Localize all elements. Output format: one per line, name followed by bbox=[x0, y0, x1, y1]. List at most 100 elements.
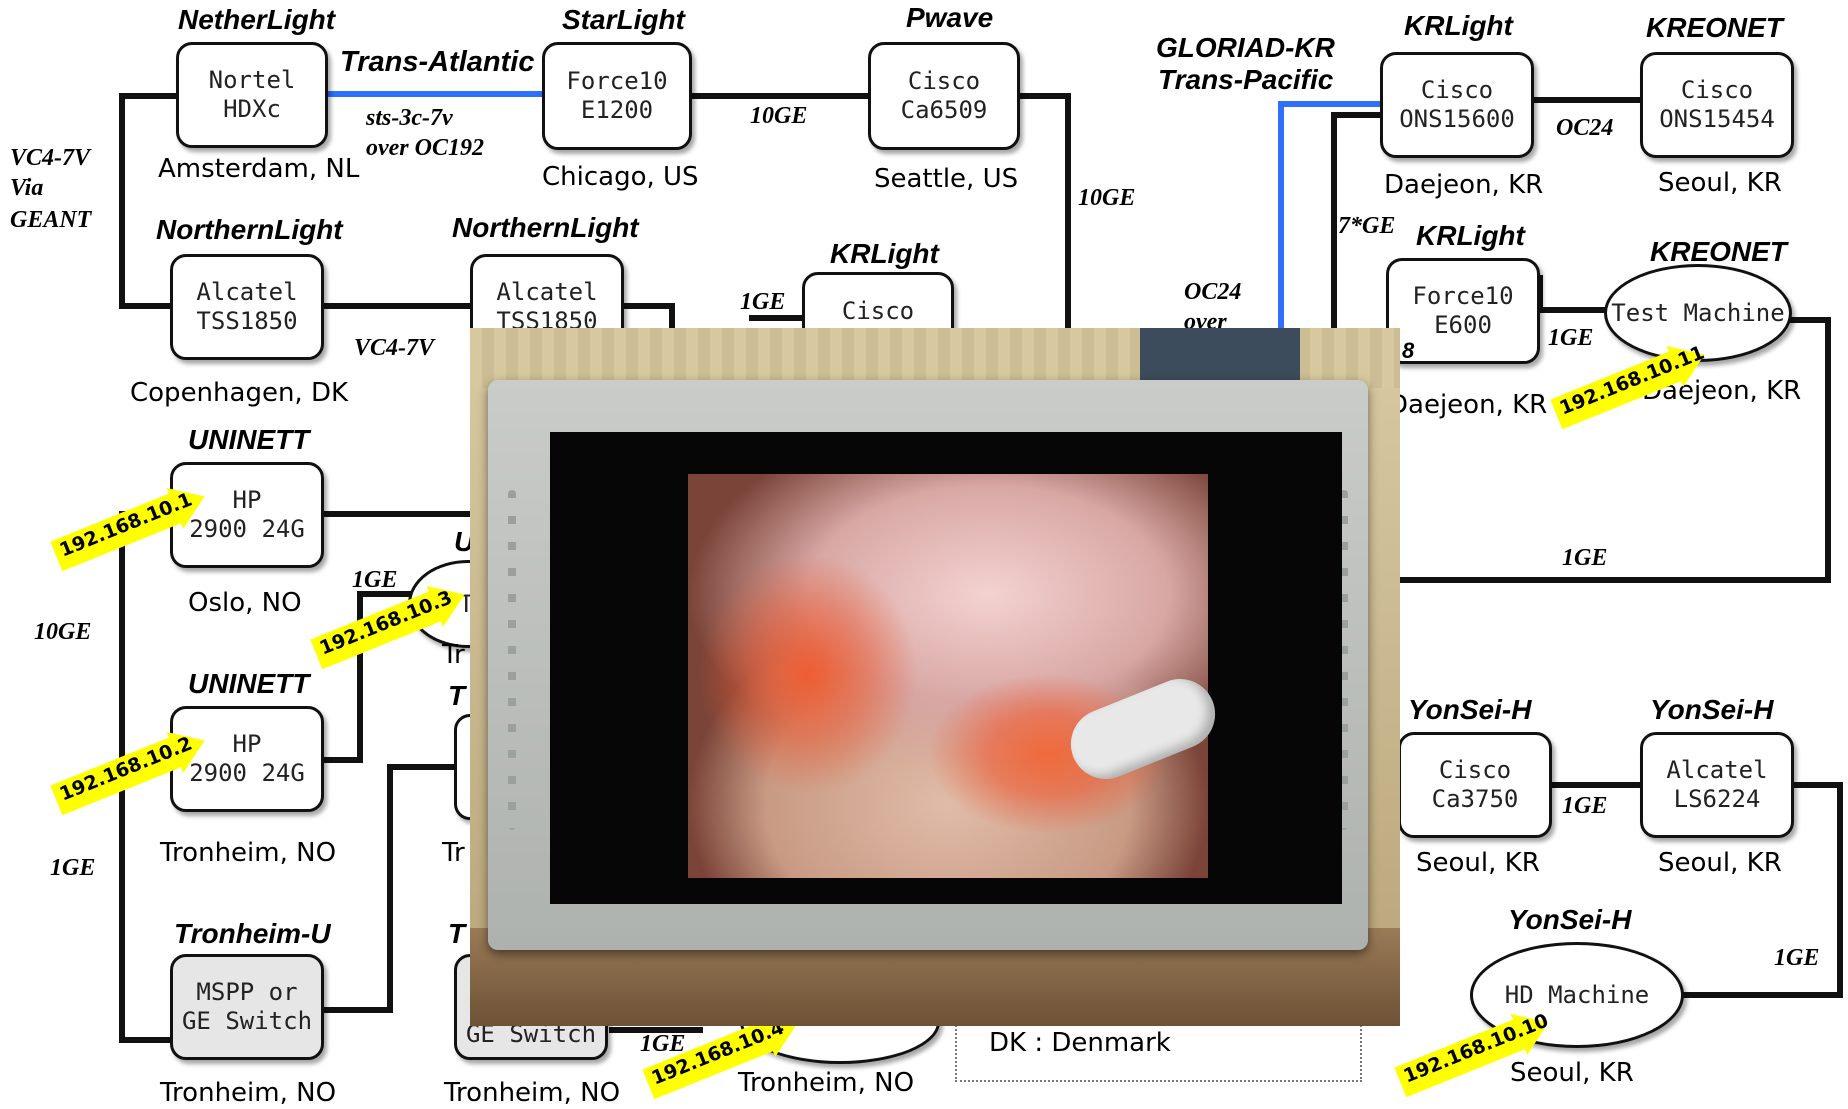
device-label: Cisco bbox=[1439, 756, 1511, 785]
device-label: ONS15454 bbox=[1659, 105, 1775, 134]
site-northernlight-right: NorthernLight bbox=[452, 212, 639, 244]
device-label: Force10 bbox=[566, 67, 667, 96]
device-label: Nortel bbox=[209, 66, 296, 95]
device-label: Cisco bbox=[1681, 76, 1753, 105]
device-label: Alcatel bbox=[496, 278, 597, 307]
device-alcatel-ls6224: Alcatel LS6224 bbox=[1640, 732, 1794, 838]
device-nortel: Nortel HDXc bbox=[176, 42, 328, 148]
label-1ge-kreonet: 1GE bbox=[1548, 324, 1593, 352]
label-1ge-yonsei: 1GE bbox=[1562, 792, 1607, 820]
label-vc4-left-2: Via bbox=[10, 174, 43, 202]
device-alcatel-copenhagen: Alcatel TSS1850 bbox=[170, 254, 324, 360]
label-partial-8: 8 bbox=[1402, 338, 1414, 364]
device-label: TSS1850 bbox=[196, 307, 297, 336]
device-label: HP bbox=[233, 730, 262, 759]
site-krlight-mid: KRLight bbox=[830, 238, 939, 270]
site-uninett-2: UNINETT bbox=[188, 668, 309, 700]
device-label: Cisco bbox=[1421, 76, 1493, 105]
city-partial-2: Tr bbox=[442, 838, 465, 868]
city-seoul-3: Seoul, KR bbox=[1510, 1058, 1634, 1088]
site-northernlight-left: NorthernLight bbox=[156, 214, 343, 246]
label-vc4-mid: VC4-7V bbox=[354, 334, 434, 362]
device-mspp-ge-switch: MSPP or GE Switch bbox=[170, 954, 324, 1060]
device-label: E600 bbox=[1434, 311, 1492, 340]
site-pwave: Pwave bbox=[906, 2, 993, 34]
site-gloriad: GLORIAD-KR bbox=[1156, 32, 1335, 64]
site-netherlight: NetherLight bbox=[178, 4, 335, 36]
label-1ge-right: 1GE bbox=[1562, 544, 1607, 572]
monitor-screen bbox=[550, 432, 1342, 904]
city-seoul-1: Seoul, KR bbox=[1416, 848, 1540, 878]
site-kreonet-top: KREONET bbox=[1646, 12, 1783, 44]
legend-text: DK : Denmark bbox=[989, 1028, 1171, 1058]
label-over-oc192: over OC192 bbox=[366, 134, 484, 162]
device-label: Ca3750 bbox=[1432, 785, 1519, 814]
label-partial-t1: T bbox=[448, 680, 465, 712]
device-label: ONS15600 bbox=[1399, 105, 1515, 134]
device-label: LS6224 bbox=[1674, 785, 1761, 814]
city-tronheim-2: Tronheim, NO bbox=[160, 1078, 336, 1108]
label-sts: sts-3c-7v bbox=[366, 104, 453, 132]
city-seattle: Seattle, US bbox=[874, 164, 1018, 194]
city-oslo: Oslo, NO bbox=[188, 588, 302, 618]
city-seoul-2: Seoul, KR bbox=[1658, 848, 1782, 878]
city-daejeon-mid: Daejeon, KR bbox=[1388, 390, 1547, 420]
device-cisco-6509: Cisco Ca6509 bbox=[868, 42, 1020, 150]
device-label: MSPP or bbox=[196, 978, 297, 1007]
device-label: GE Switch bbox=[182, 1007, 312, 1036]
site-yonsei-3: YonSei-H bbox=[1508, 904, 1631, 936]
site-yonsei-2: YonSei-H bbox=[1650, 694, 1773, 726]
device-label: HP bbox=[233, 486, 262, 515]
label-vc4-left-1: VC4-7V bbox=[10, 144, 90, 172]
device-label: E1200 bbox=[581, 96, 653, 125]
label-10ge-2: 10GE bbox=[1078, 184, 1135, 212]
city-tronheim-4: Tronheim, NO bbox=[738, 1068, 914, 1098]
device-force10-e1200: Force10 E1200 bbox=[542, 42, 692, 150]
city-copenhagen: Copenhagen, DK bbox=[130, 378, 348, 408]
label-1ge-yonsei-right: 1GE bbox=[1774, 944, 1819, 972]
label-partial-t2: T bbox=[448, 918, 465, 950]
label-7ge: 7*GE bbox=[1338, 212, 1395, 240]
device-label: Ca6509 bbox=[901, 96, 988, 125]
device-cisco-3750: Cisco Ca3750 bbox=[1398, 732, 1552, 838]
label-10ge-1: 10GE bbox=[750, 102, 807, 130]
site-kreonet-right: KREONET bbox=[1650, 236, 1787, 268]
monitor bbox=[488, 380, 1368, 950]
label-vc4-left-3: GEANT bbox=[10, 206, 91, 234]
city-tronheim-3: Tronheim, NO bbox=[444, 1078, 620, 1108]
device-label: Alcatel bbox=[196, 278, 297, 307]
surgical-probe bbox=[1060, 668, 1225, 789]
device-label: Cisco bbox=[842, 297, 914, 326]
city-daejeon-top: Daejeon, KR bbox=[1384, 170, 1543, 200]
label-trans-atlantic: Trans-Atlantic bbox=[340, 46, 534, 79]
city-tronheim-1: Tronheim, NO bbox=[160, 838, 336, 868]
site-krlight-right: KRLight bbox=[1416, 220, 1525, 252]
label-1ge-left: 1GE bbox=[50, 854, 95, 882]
device-ons15454: Cisco ONS15454 bbox=[1640, 52, 1794, 158]
site-starlight: StarLight bbox=[562, 4, 685, 36]
device-label: Force10 bbox=[1412, 282, 1513, 311]
monitor-buttons-left bbox=[508, 490, 516, 830]
label-1ge-mid: 1GE bbox=[740, 288, 785, 316]
label-trans-pacific: Trans-Pacific bbox=[1158, 64, 1333, 96]
city-partial-1: Tr bbox=[442, 640, 465, 670]
device-label: Cisco bbox=[908, 67, 980, 96]
device-label: HDXc bbox=[223, 95, 281, 124]
label-10ge-left: 10GE bbox=[34, 618, 91, 646]
site-uninett-1: UNINETT bbox=[188, 424, 309, 456]
city-amsterdam: Amsterdam, NL bbox=[158, 154, 359, 184]
device-label: Test Machine bbox=[1611, 299, 1784, 328]
label-1ge-oslo: 1GE bbox=[352, 566, 397, 594]
label-oc24-mid: OC24 bbox=[1184, 278, 1241, 306]
label-oc24-top: OC24 bbox=[1556, 114, 1613, 142]
endoscopic-video-image bbox=[688, 474, 1208, 878]
city-seoul-top: Seoul, KR bbox=[1658, 168, 1782, 198]
device-ons15600: Cisco ONS15600 bbox=[1380, 52, 1534, 158]
device-label: HD Machine bbox=[1505, 981, 1650, 1010]
city-chicago: Chicago, US bbox=[542, 162, 699, 192]
device-label: Alcatel bbox=[1666, 756, 1767, 785]
monitor-photo bbox=[470, 328, 1400, 1026]
site-tronheim-u: Tronheim-U bbox=[174, 918, 331, 950]
site-yonsei-1: YonSei-H bbox=[1408, 694, 1531, 726]
